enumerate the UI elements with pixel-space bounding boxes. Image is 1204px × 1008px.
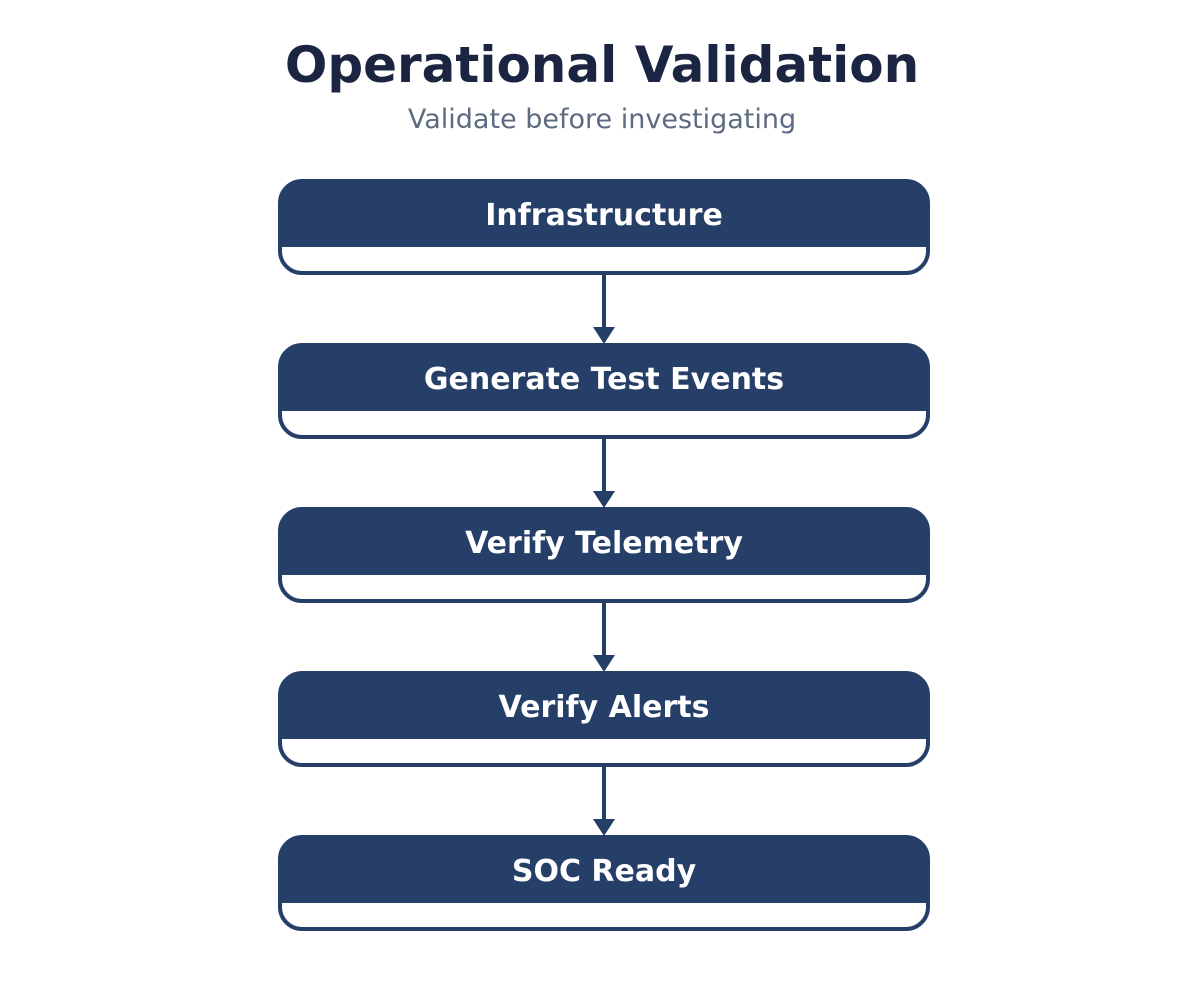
step-box-verify-telemetry: Verify Telemetry (278, 507, 930, 603)
step-label: Verify Telemetry (465, 526, 743, 561)
step-label: Generate Test Events (424, 362, 784, 397)
step-label: Infrastructure (485, 198, 723, 233)
arrow-head (593, 491, 615, 508)
step-box-generate-test-events: Generate Test Events (278, 343, 930, 439)
step-header (280, 673, 928, 739)
diagram-subtitle: Validate before investigating (407, 104, 797, 135)
step-header (280, 837, 928, 903)
step-header (280, 345, 928, 411)
arrow-head (593, 327, 615, 344)
arrow-head (593, 655, 615, 672)
arrow-connector (593, 601, 615, 672)
arrow-connector (593, 765, 615, 836)
diagram-title: Operational Validation (284, 36, 920, 94)
step-box-infrastructure: Infrastructure (278, 179, 930, 275)
arrow-connector (593, 437, 615, 508)
step-header (280, 181, 928, 247)
step-header (280, 509, 928, 575)
step-label: Verify Alerts (499, 690, 710, 725)
arrow-connector (593, 273, 615, 344)
step-box-soc-ready: SOC Ready (278, 835, 930, 931)
step-label: SOC Ready (512, 854, 697, 889)
step-box-verify-alerts: Verify Alerts (278, 671, 930, 767)
arrow-head (593, 819, 615, 836)
